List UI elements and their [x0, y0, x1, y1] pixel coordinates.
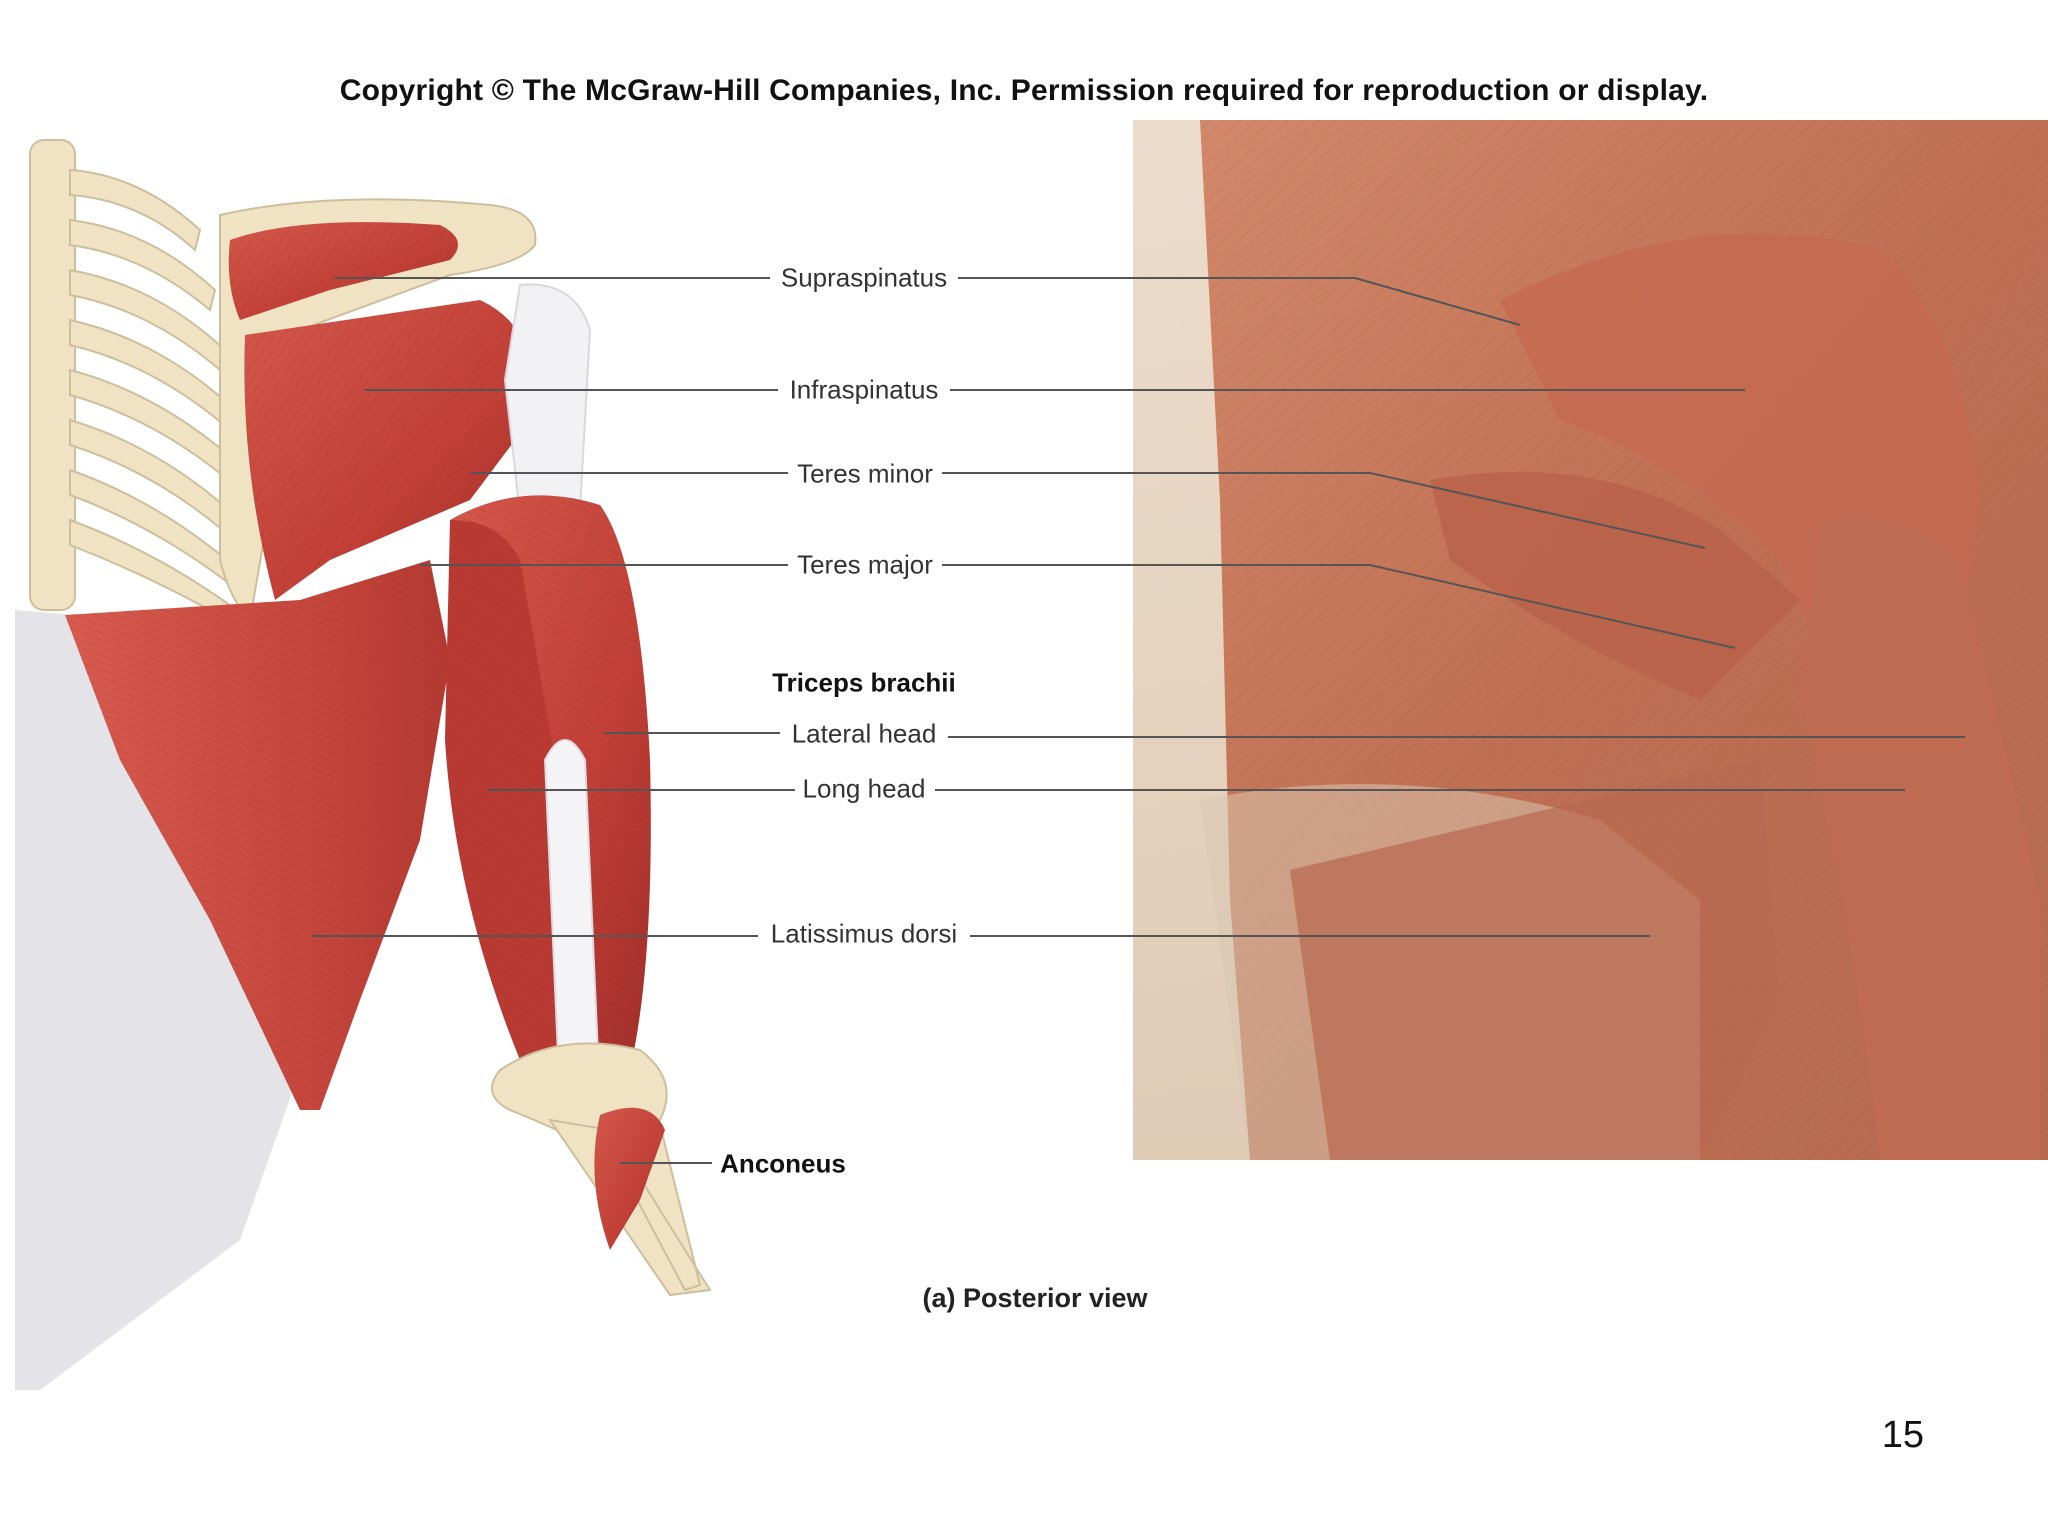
cadaver-photo	[1133, 120, 2048, 1160]
figure-caption: (a) Posterior view	[922, 1283, 1148, 1313]
thoracolumbar-fascia	[15, 610, 300, 1390]
cadaver-latissimus	[1290, 760, 1780, 1160]
page-number: 15	[1881, 1414, 1924, 1456]
label-anconeus: Anconeus	[720, 1148, 846, 1179]
label-latissimus-dorsi: Latissimus dorsi	[766, 918, 962, 950]
label-lateral-head: Lateral head	[787, 718, 941, 750]
label-infraspinatus: Infraspinatus	[785, 374, 943, 406]
triceps-tendon	[543, 739, 602, 1101]
spine-ribs	[29, 139, 257, 632]
cadaver-teres	[1430, 471, 1800, 700]
label-teres-major: Teres major	[793, 549, 937, 581]
cadaver-arm	[1800, 515, 2040, 1160]
label-supraspinatus: Supraspinatus	[776, 262, 952, 294]
label-triceps-brachii: Triceps brachii	[772, 667, 956, 698]
leader-lines	[312, 277, 1965, 1164]
shoulder-tendon	[503, 283, 592, 517]
illustration-posterior-view	[15, 139, 712, 1390]
label-long-head: Long head	[798, 773, 930, 805]
anconeus-muscle	[594, 1107, 665, 1250]
copyright-notice: Copyright © The McGraw-Hill Companies, I…	[339, 74, 1709, 107]
label-teres-minor: Teres minor	[793, 458, 937, 490]
